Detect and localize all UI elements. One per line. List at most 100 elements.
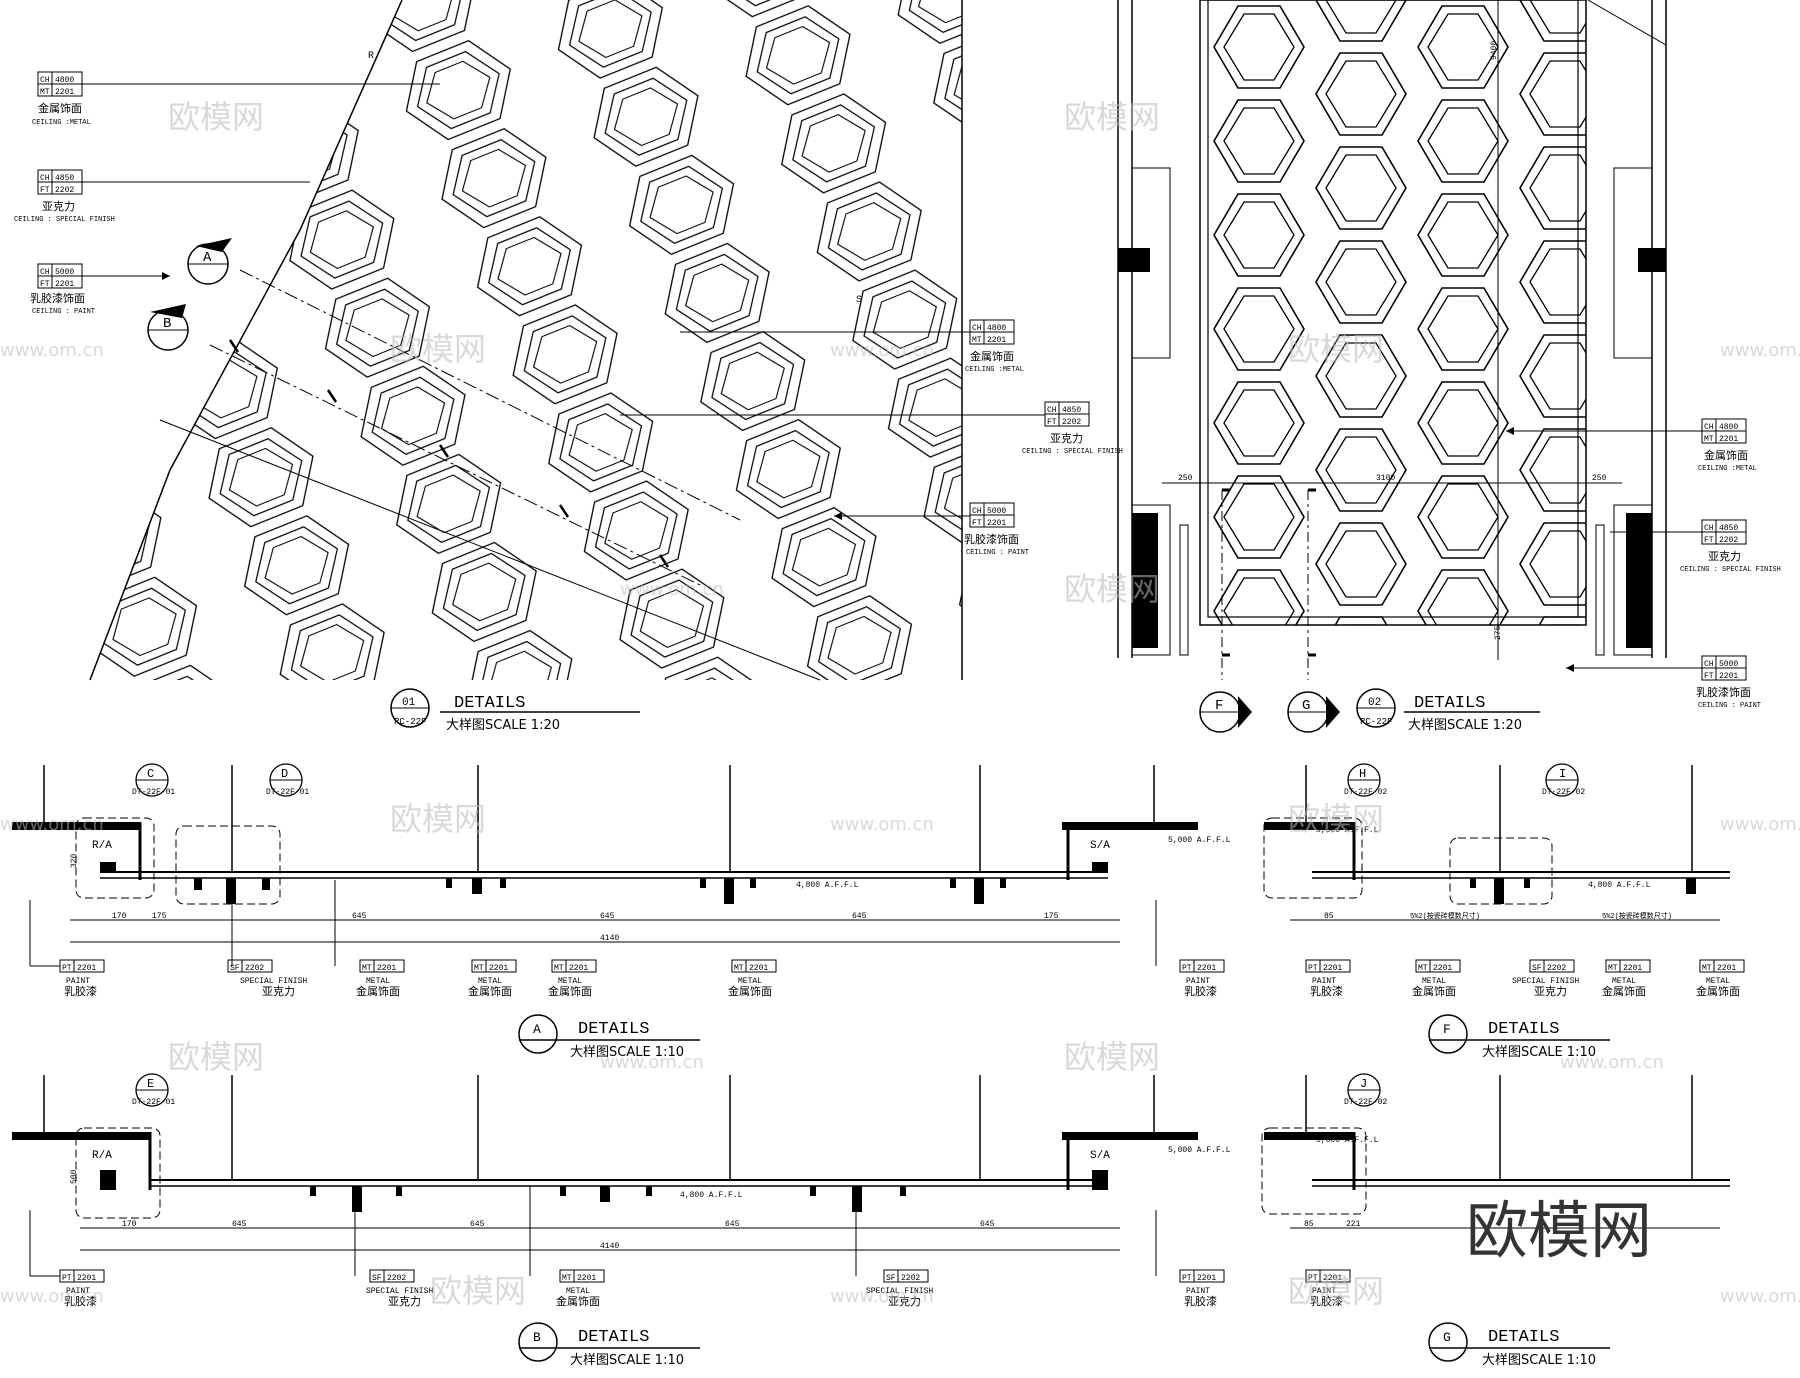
section-marker-a[interactable]: A bbox=[187, 238, 232, 285]
svg-text:MT: MT bbox=[1702, 964, 1712, 973]
svg-text:乳胶漆饰面: 乳胶漆饰面 bbox=[1696, 685, 1751, 699]
svg-text:欧模网: 欧模网 bbox=[168, 98, 264, 136]
svg-text:www.om.cn: www.om.cn bbox=[1720, 814, 1800, 835]
svg-text:欧模网: 欧模网 bbox=[430, 1272, 526, 1310]
svg-text:金属饰面: 金属饰面 bbox=[468, 984, 512, 998]
svg-text:CEILING :METAL: CEILING :METAL bbox=[1698, 465, 1757, 473]
svg-text:5,000 A.F.F.L: 5,000 A.F.F.L bbox=[1316, 826, 1379, 835]
svg-text:4850: 4850 bbox=[55, 174, 74, 183]
section-f: 85 5%2(按瓷砖模数尺寸) 5%2(按瓷砖模数尺寸) 4,800 A.F.F… bbox=[1263, 765, 1730, 921]
svg-text:2201: 2201 bbox=[1323, 1274, 1342, 1283]
svg-text:欧模网: 欧模网 bbox=[1064, 570, 1160, 608]
svg-text:CH: CH bbox=[1704, 423, 1714, 432]
svg-text:4850: 4850 bbox=[1062, 406, 1081, 415]
svg-text:645: 645 bbox=[600, 912, 615, 921]
svg-text:3100: 3100 bbox=[1376, 474, 1395, 483]
svg-text:MT: MT bbox=[362, 964, 372, 973]
section-marker-f[interactable]: F bbox=[1199, 691, 1252, 733]
svg-text:4850: 4850 bbox=[1719, 524, 1738, 533]
svg-text:645: 645 bbox=[725, 1220, 740, 1229]
svg-text:CEILING : PAINT: CEILING : PAINT bbox=[966, 549, 1029, 557]
section-marker-b[interactable]: B bbox=[147, 304, 189, 351]
svg-text:250: 250 bbox=[1592, 474, 1607, 483]
plan-01-callout-right-paint: CH 5000 FT 2201 乳胶漆饰面 CEILING : PAINT bbox=[834, 502, 1029, 557]
svg-text:250: 250 bbox=[1178, 474, 1193, 483]
svg-text:欧模网: 欧模网 bbox=[1288, 1272, 1384, 1310]
svg-text:DETAILS: DETAILS bbox=[454, 694, 525, 713]
svg-text:FT: FT bbox=[40, 280, 50, 289]
detail-ref-i[interactable]: I DT-22F-02 bbox=[1542, 763, 1585, 797]
title-block-a: A DETAILS 大样图SCALE 1:10 bbox=[518, 1014, 700, 1060]
svg-text:亚克力: 亚克力 bbox=[388, 1295, 421, 1308]
svg-text:PAINT: PAINT bbox=[1186, 1287, 1210, 1296]
svg-text:CH: CH bbox=[40, 174, 50, 183]
svg-text:B: B bbox=[163, 316, 171, 332]
svg-text:2201: 2201 bbox=[55, 280, 74, 289]
svg-text:金属饰面: 金属饰面 bbox=[728, 984, 772, 998]
svg-text:CH: CH bbox=[1704, 660, 1714, 669]
section-b: 4140 645 645 645 645 170 4,800 A.F.F.L 5… bbox=[12, 1075, 1231, 1251]
svg-text:500: 500 bbox=[70, 1169, 79, 1184]
svg-text:乳胶漆: 乳胶漆 bbox=[64, 984, 97, 998]
svg-text:RC-22F: RC-22F bbox=[1360, 717, 1392, 727]
svg-text:PT: PT bbox=[1182, 1274, 1192, 1283]
detail-ref-h[interactable]: H DT-22F-02 bbox=[1344, 763, 1387, 797]
svg-text:亚克力: 亚克力 bbox=[262, 985, 295, 998]
svg-text:SPECIAL FINISH: SPECIAL FINISH bbox=[366, 1287, 433, 1296]
svg-text:PAINT: PAINT bbox=[66, 977, 90, 986]
svg-text:CH: CH bbox=[40, 76, 50, 85]
svg-text:DETAILS: DETAILS bbox=[1488, 1020, 1559, 1039]
svg-text:CH: CH bbox=[1704, 524, 1714, 533]
svg-text:乳胶漆: 乳胶漆 bbox=[1184, 1294, 1217, 1308]
svg-text:CEILING : PAINT: CEILING : PAINT bbox=[1698, 702, 1761, 710]
detail-ref-d[interactable]: D DT-22F-01 bbox=[266, 763, 309, 797]
svg-text:5%2(按瓷砖模数尺寸): 5%2(按瓷砖模数尺寸) bbox=[1410, 911, 1480, 921]
plan-01-callout-ceiling-metal: CH 4800 MT 2201 金属饰面 CEILING :METAL bbox=[32, 71, 440, 127]
svg-text:MT: MT bbox=[972, 336, 982, 345]
svg-text:D: D bbox=[281, 767, 288, 781]
svg-text:大样图SCALE 1:20: 大样图SCALE 1:20 bbox=[1408, 718, 1522, 733]
svg-text:F: F bbox=[1443, 1022, 1451, 1037]
svg-text:G: G bbox=[1302, 698, 1310, 714]
svg-text:2201: 2201 bbox=[1433, 964, 1452, 973]
svg-text:PAINT: PAINT bbox=[1186, 977, 1210, 986]
svg-text:PAINT: PAINT bbox=[1312, 977, 1336, 986]
svg-text:大样图SCALE 1:10: 大样图SCALE 1:10 bbox=[1482, 1045, 1596, 1060]
svg-text:SPECIAL FINISH: SPECIAL FINISH bbox=[1512, 977, 1579, 986]
svg-text:02: 02 bbox=[1368, 697, 1381, 709]
svg-text:4800: 4800 bbox=[1719, 423, 1738, 432]
detail-ref-c[interactable]: C DT-22F-01 bbox=[132, 763, 175, 797]
svg-text:SF: SF bbox=[886, 1274, 896, 1283]
svg-text:2202: 2202 bbox=[55, 186, 74, 195]
svg-text:645: 645 bbox=[470, 1220, 485, 1229]
svg-text:CEILING : SPECIAL FINISH: CEILING : SPECIAL FINISH bbox=[1022, 448, 1123, 456]
svg-text:乳胶漆: 乳胶漆 bbox=[64, 1294, 97, 1308]
svg-text:5000: 5000 bbox=[987, 507, 1006, 516]
svg-text:欧模网: 欧模网 bbox=[1064, 98, 1160, 136]
svg-text:2201: 2201 bbox=[987, 336, 1006, 345]
section-a: 4140 645 645 645 170 175 175 4,800 A.F.F… bbox=[12, 765, 1231, 943]
svg-text:乳胶漆: 乳胶漆 bbox=[1184, 984, 1217, 998]
svg-text:4800: 4800 bbox=[987, 324, 1006, 333]
plan-02-callout-metal: CH 4800 MT 2201 金属饰面 CEILING :METAL bbox=[1506, 418, 1757, 473]
svg-text:S/A: S/A bbox=[1090, 840, 1110, 852]
section-marker-g[interactable]: G bbox=[1287, 691, 1340, 733]
svg-text:2201: 2201 bbox=[749, 964, 768, 973]
svg-text:亚克力: 亚克力 bbox=[888, 1295, 921, 1308]
svg-text:2201: 2201 bbox=[1717, 964, 1736, 973]
detail-ref-e[interactable]: E DT-22F-01 bbox=[132, 1073, 175, 1107]
svg-text:175: 175 bbox=[1044, 912, 1059, 921]
svg-text:亚克力: 亚克力 bbox=[42, 200, 75, 213]
svg-text:4,800 A.F.F.L: 4,800 A.F.F.L bbox=[1588, 881, 1651, 890]
svg-text:PAINT: PAINT bbox=[66, 1287, 90, 1296]
svg-text:2201: 2201 bbox=[77, 1274, 96, 1283]
svg-text:CEILING :METAL: CEILING :METAL bbox=[32, 119, 91, 127]
plan-01-callout-ceiling-paint: CH 5000 FT 2201 乳胶漆饰面 CEILING : PAINT bbox=[30, 263, 170, 316]
svg-text:PT: PT bbox=[62, 964, 72, 973]
svg-text:5,000 A.F.F.L: 5,000 A.F.F.L bbox=[1316, 1136, 1379, 1145]
marker-r: R bbox=[368, 51, 374, 62]
svg-text:欧模网: 欧模网 bbox=[390, 330, 486, 368]
detail-ref-j[interactable]: J DT-22F-02 bbox=[1344, 1073, 1387, 1107]
svg-text:S/A: S/A bbox=[1090, 1150, 1110, 1162]
svg-text:www.om.cn: www.om.cn bbox=[600, 1052, 704, 1073]
